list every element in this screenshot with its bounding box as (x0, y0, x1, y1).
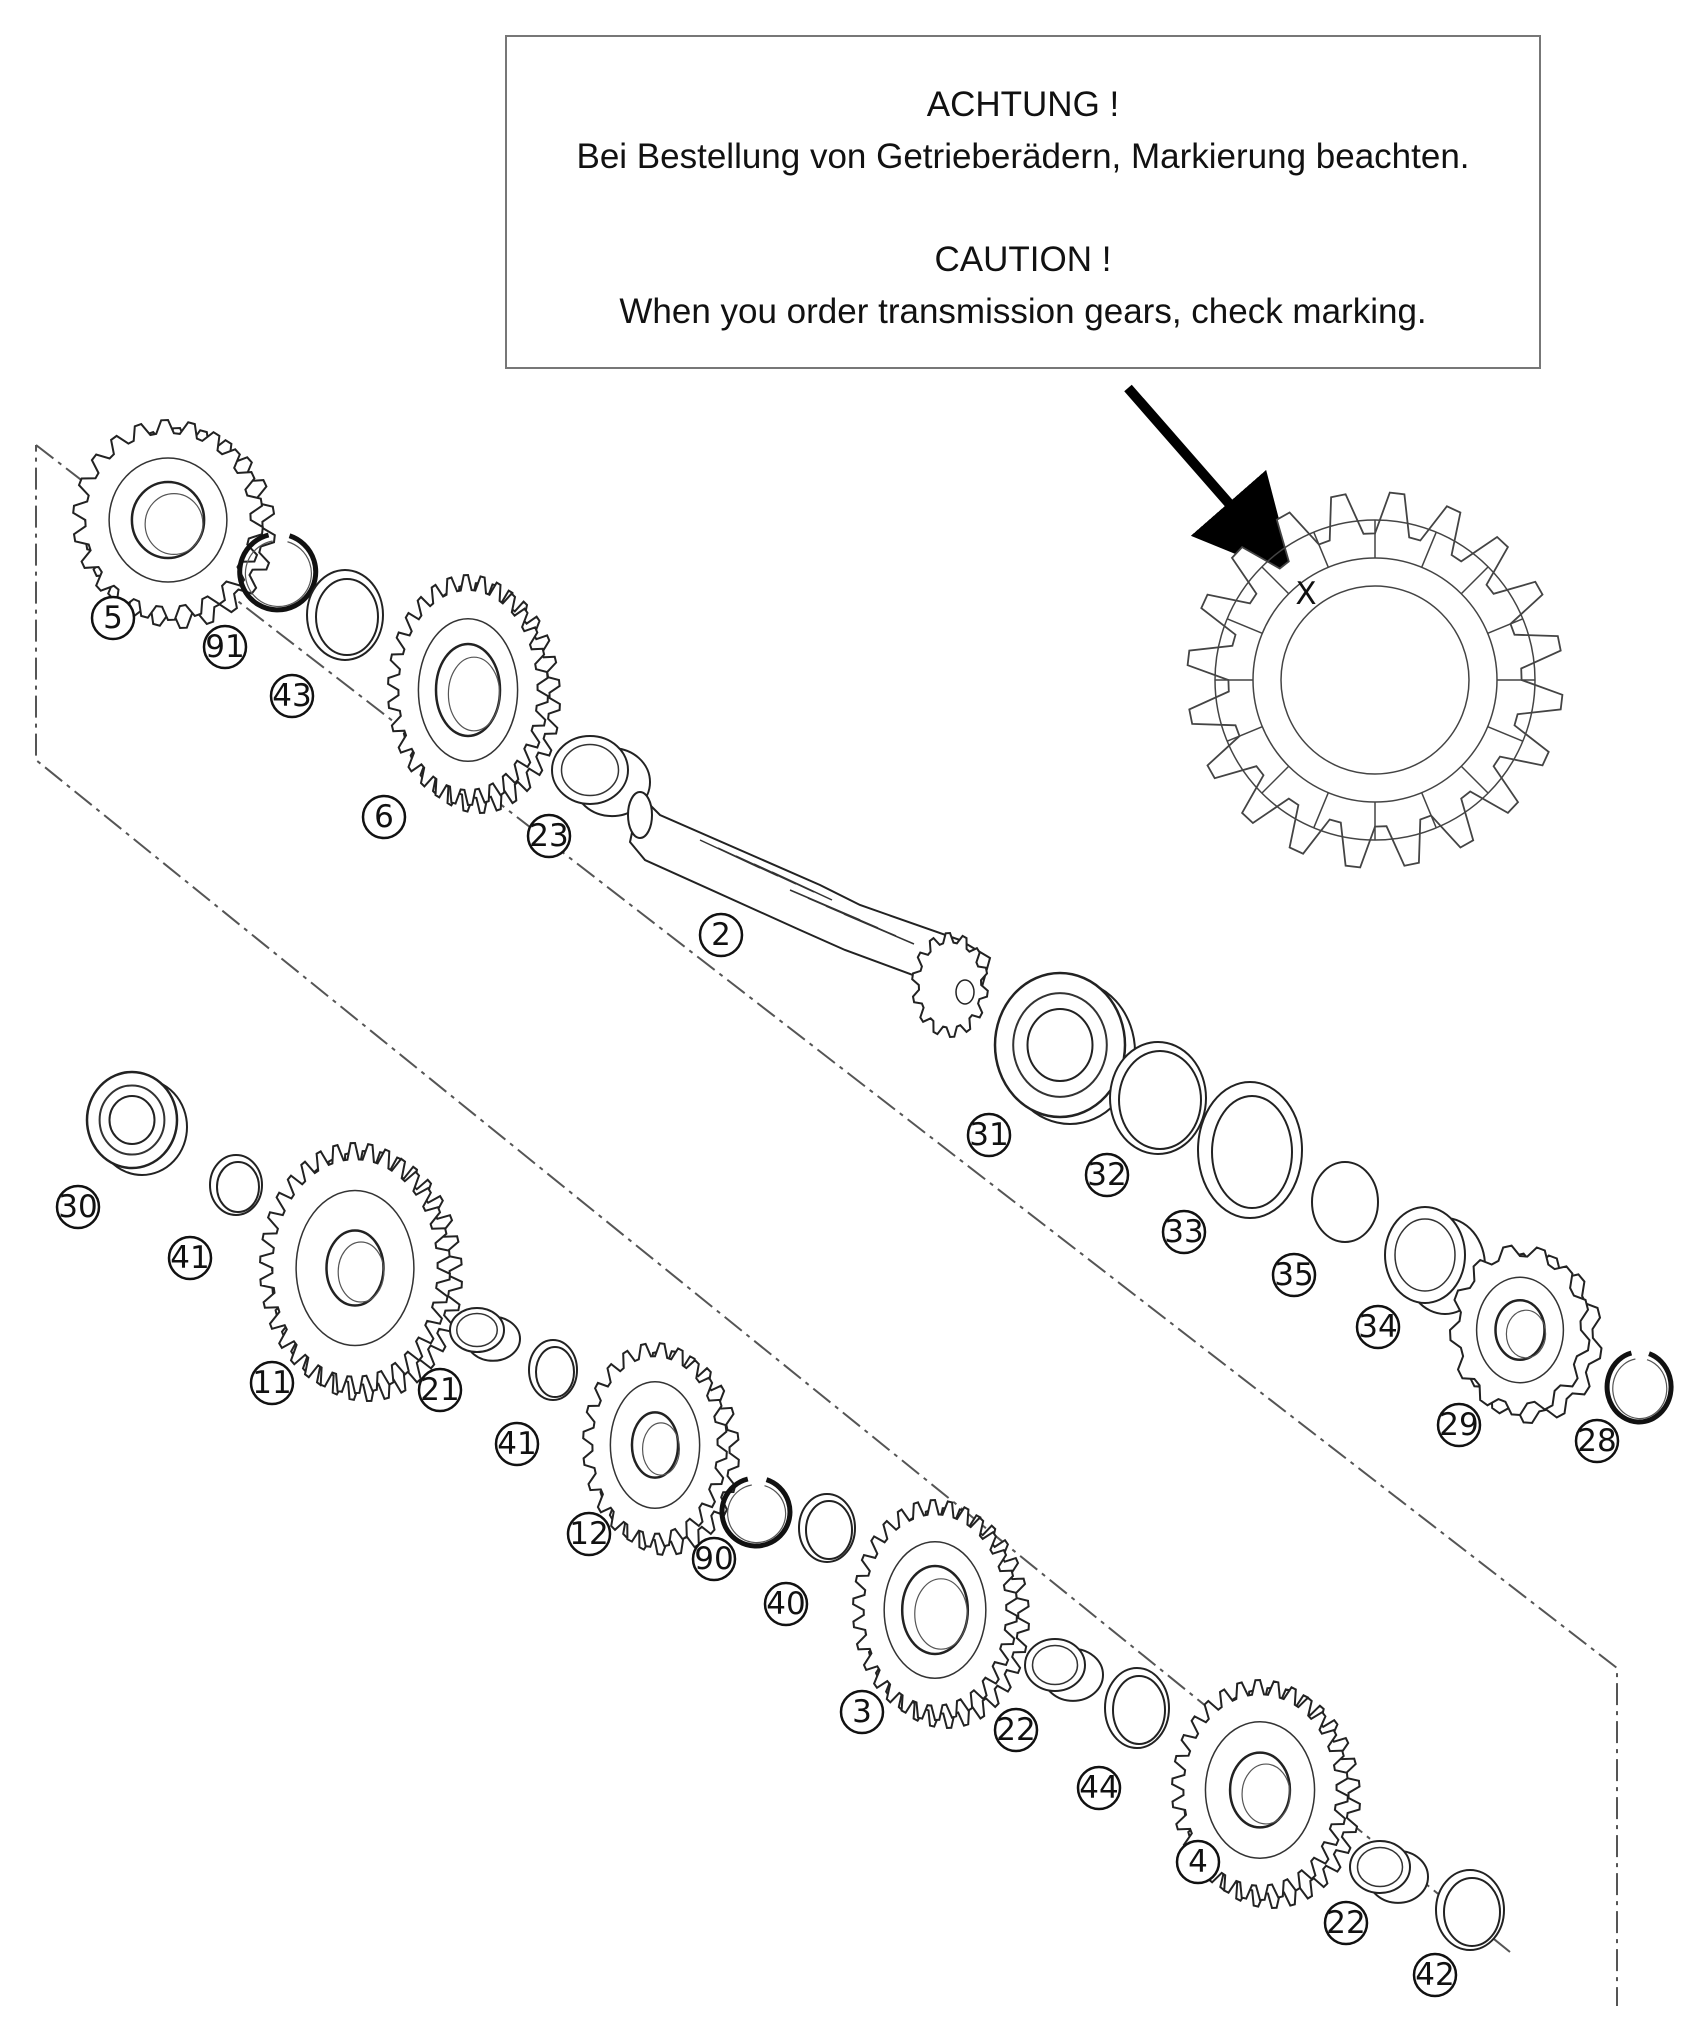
bearing-part-31 (993, 971, 1136, 1125)
thrust-washer-part-42 (1435, 1869, 1505, 1951)
callout-22: 22 (1323, 1900, 1369, 1946)
callout-number: 43 (272, 678, 311, 714)
notice-text-en: When you order transmission gears, check… (619, 292, 1427, 331)
pointer-arrow (1124, 384, 1295, 579)
circlip-part-90 (719, 1476, 793, 1549)
callout-number: 34 (1358, 1309, 1397, 1345)
marking-symbol: X (1295, 576, 1316, 612)
callout-35: 35 (1271, 1252, 1317, 1298)
callout-number: 2 (711, 917, 731, 953)
callout-29: 29 (1436, 1402, 1482, 1448)
thrust-washer-part-40 (798, 1493, 856, 1563)
thrust-washer-part-32 (1109, 1041, 1207, 1155)
callout-90: 90 (691, 1536, 737, 1582)
bushing-part-21 (449, 1307, 521, 1362)
callout-number: 41 (497, 1426, 536, 1462)
callout-3: 3 (839, 1689, 885, 1735)
notice-heading-en: CAUTION ! (934, 240, 1112, 279)
callout-91: 91 (202, 624, 248, 670)
callout-31: 31 (966, 1112, 1012, 1158)
marked-gear-detail (1186, 491, 1564, 869)
thrust-washer-part-41b (528, 1339, 578, 1401)
callout-number: 5 (103, 600, 123, 636)
callout-41: 41 (494, 1421, 540, 1467)
circlip-part-91 (237, 532, 319, 613)
callout-number: 6 (374, 799, 394, 835)
callout-32: 32 (1084, 1152, 1130, 1198)
callout-number: 21 (420, 1372, 459, 1408)
gear-part-5 (72, 418, 276, 630)
callout-number: 35 (1274, 1257, 1313, 1293)
callout-number: 33 (1164, 1214, 1203, 1250)
callout-number: 29 (1439, 1407, 1478, 1443)
callout-21: 21 (417, 1367, 463, 1413)
o-ring-part-35 (1311, 1161, 1379, 1243)
caution-notice: ACHTUNG ! Bei Bestellung von Getrieberäd… (505, 35, 1541, 369)
callout-number: 30 (58, 1189, 97, 1225)
callout-number: 11 (252, 1365, 291, 1401)
callout-28: 28 (1574, 1418, 1620, 1464)
bearing-part-30 (85, 1070, 188, 1176)
bushing-part-22b (1349, 1840, 1429, 1904)
callout-number: 3 (852, 1694, 872, 1730)
gear-part-12 (582, 1342, 740, 1556)
notice-text-de: Bei Bestellung von Getrieberädern, Marki… (576, 137, 1470, 176)
callout-number: 31 (969, 1117, 1008, 1153)
callout-number: 91 (205, 629, 244, 665)
thrust-washer-part-41a (209, 1154, 263, 1216)
callout-6: 6 (361, 794, 407, 840)
callout-number: 28 (1577, 1423, 1616, 1459)
circlip-part-28 (1604, 1350, 1674, 1425)
callout-34: 34 (1355, 1304, 1401, 1350)
callout-23: 23 (526, 813, 572, 859)
thrust-washer-part-44 (1104, 1667, 1170, 1749)
bushing-part-22a (1024, 1638, 1104, 1702)
callout-number: 4 (1188, 1844, 1208, 1880)
callout-44: 44 (1076, 1765, 1122, 1811)
callout-number: 23 (529, 818, 568, 854)
callout-number: 22 (996, 1712, 1035, 1748)
seal-ring-part-33 (1197, 1081, 1303, 1219)
callout-number: 40 (766, 1586, 805, 1622)
gear-part-11 (259, 1141, 463, 1403)
shaft-part-2 (627, 791, 992, 1039)
callout-2: 2 (698, 912, 744, 958)
callout-number: 42 (1415, 1957, 1454, 1993)
callout-number: 41 (170, 1240, 209, 1276)
callout-number: 90 (694, 1541, 733, 1577)
callout-41: 41 (167, 1235, 213, 1281)
thrust-washer-part-43 (306, 569, 384, 661)
callout-42: 42 (1412, 1952, 1458, 1998)
callout-number: 32 (1087, 1157, 1126, 1193)
callout-11: 11 (249, 1360, 295, 1406)
callout-number: 44 (1079, 1770, 1118, 1806)
gear-part-3 (852, 1498, 1030, 1730)
callout-43: 43 (269, 673, 315, 719)
callout-33: 33 (1161, 1209, 1207, 1255)
gear-part-4 (1171, 1678, 1361, 1910)
notice-heading-de: ACHTUNG ! (926, 85, 1120, 124)
callout-number: 12 (569, 1516, 608, 1552)
callout-40: 40 (763, 1581, 809, 1627)
callout-30: 30 (55, 1184, 101, 1230)
callout-number: 22 (1326, 1905, 1365, 1941)
sprocket-part-29 (1448, 1244, 1603, 1425)
gear-part-6 (387, 573, 561, 815)
callout-4: 4 (1175, 1839, 1221, 1885)
callout-22: 22 (993, 1707, 1039, 1753)
callout-12: 12 (566, 1511, 612, 1557)
callout-5: 5 (90, 595, 136, 641)
